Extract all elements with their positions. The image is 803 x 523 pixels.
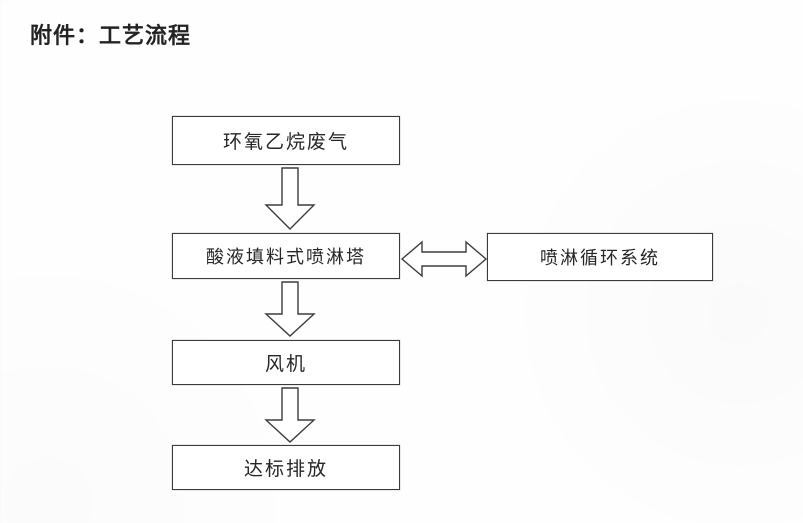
flow-node-label: 达标排放 (243, 458, 328, 480)
flow-node-compliant-discharge[interactable]: 达标排放 (172, 445, 400, 490)
page-title: 附件：工艺流程 (30, 24, 192, 49)
down-arrow-icon (264, 167, 316, 231)
flow-node-label: 酸液填料式喷淋塔 (206, 247, 366, 268)
flow-node-label: 风机 (264, 353, 307, 375)
flow-node-spray-tower[interactable]: 酸液填料式喷淋塔 (172, 233, 400, 279)
down-arrow-icon (264, 387, 316, 444)
flow-node-label: 喷淋循环系统 (540, 248, 660, 269)
flow-node-label: 环氧乙烷废气 (222, 131, 349, 153)
flow-node-fan[interactable]: 风机 (172, 340, 400, 385)
double-headed-arrow-icon (400, 240, 488, 278)
flow-node-waste-gas[interactable]: 环氧乙烷废气 (172, 116, 400, 165)
flow-node-circulation-system[interactable]: 喷淋循环系统 (487, 233, 713, 281)
down-arrow-icon (264, 281, 316, 338)
